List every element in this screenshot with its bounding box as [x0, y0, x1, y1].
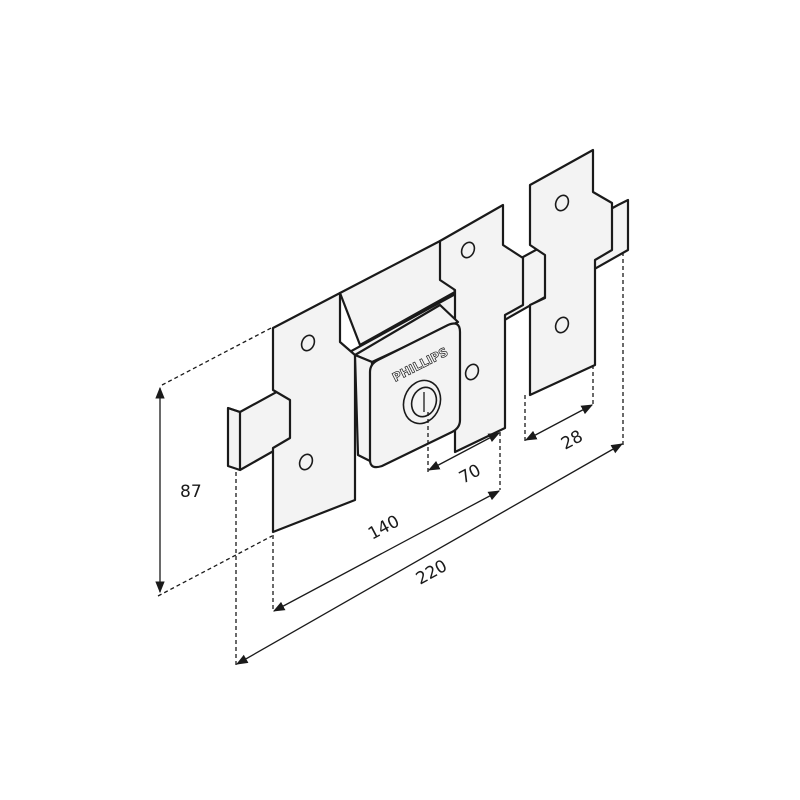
- dimension-label-140: 140: [365, 512, 403, 545]
- screw-hole: [554, 194, 570, 212]
- dimension-label-220: 220: [413, 556, 451, 589]
- screw-hole: [300, 334, 316, 352]
- dimension-label-70: 70: [456, 461, 484, 489]
- dimension-label-28: 28: [558, 427, 586, 455]
- lock-housing: PHILLIPS: [353, 303, 462, 469]
- screw-hole: [460, 241, 476, 259]
- right-keeper-plate: [528, 148, 614, 397]
- dimension-label-87: 87: [180, 482, 202, 502]
- screw-hole: [554, 316, 570, 334]
- screw-hole: [464, 363, 480, 381]
